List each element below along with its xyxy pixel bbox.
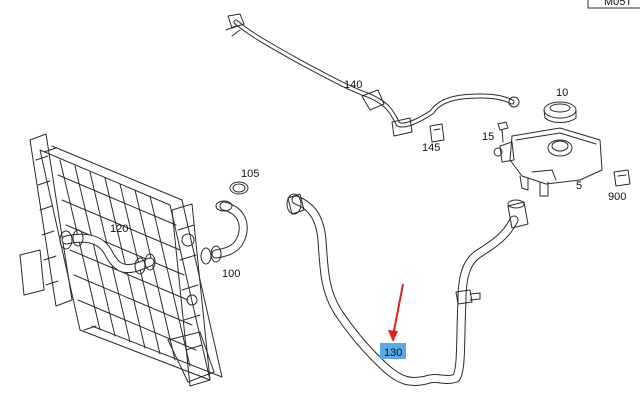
bolt-15: 15 bbox=[482, 121, 509, 143]
hose-120: 120 bbox=[59, 223, 156, 275]
hose-130 bbox=[286, 193, 529, 387]
radiator bbox=[19, 133, 223, 387]
expansion-tank-5: 5 bbox=[493, 127, 603, 197]
callout-100: 100 bbox=[222, 268, 240, 280]
connector-900: 900 bbox=[608, 169, 631, 203]
callout-10: 10 bbox=[556, 87, 568, 99]
callout-140: 140 bbox=[344, 79, 362, 91]
diagram-code-box: M05T bbox=[587, 0, 640, 9]
diagram-code-label: M05T bbox=[604, 0, 632, 8]
vent-line-140: 140 bbox=[225, 13, 520, 137]
callout-15: 15 bbox=[482, 131, 494, 143]
clip-145: 145 bbox=[422, 123, 445, 154]
callout-130: 130 bbox=[384, 347, 402, 359]
hose-100: 100 bbox=[200, 200, 248, 280]
callout-130-highlight: 130 bbox=[380, 343, 406, 359]
callout-5: 5 bbox=[576, 180, 582, 192]
callout-900: 900 bbox=[608, 191, 626, 203]
callout-105: 105 bbox=[241, 168, 259, 180]
o-ring-105: 105 bbox=[229, 168, 259, 195]
cap-10: 10 bbox=[543, 87, 577, 123]
callout-120: 120 bbox=[110, 223, 128, 235]
callout-145: 145 bbox=[422, 142, 440, 154]
pointer-arrow bbox=[388, 283, 404, 342]
